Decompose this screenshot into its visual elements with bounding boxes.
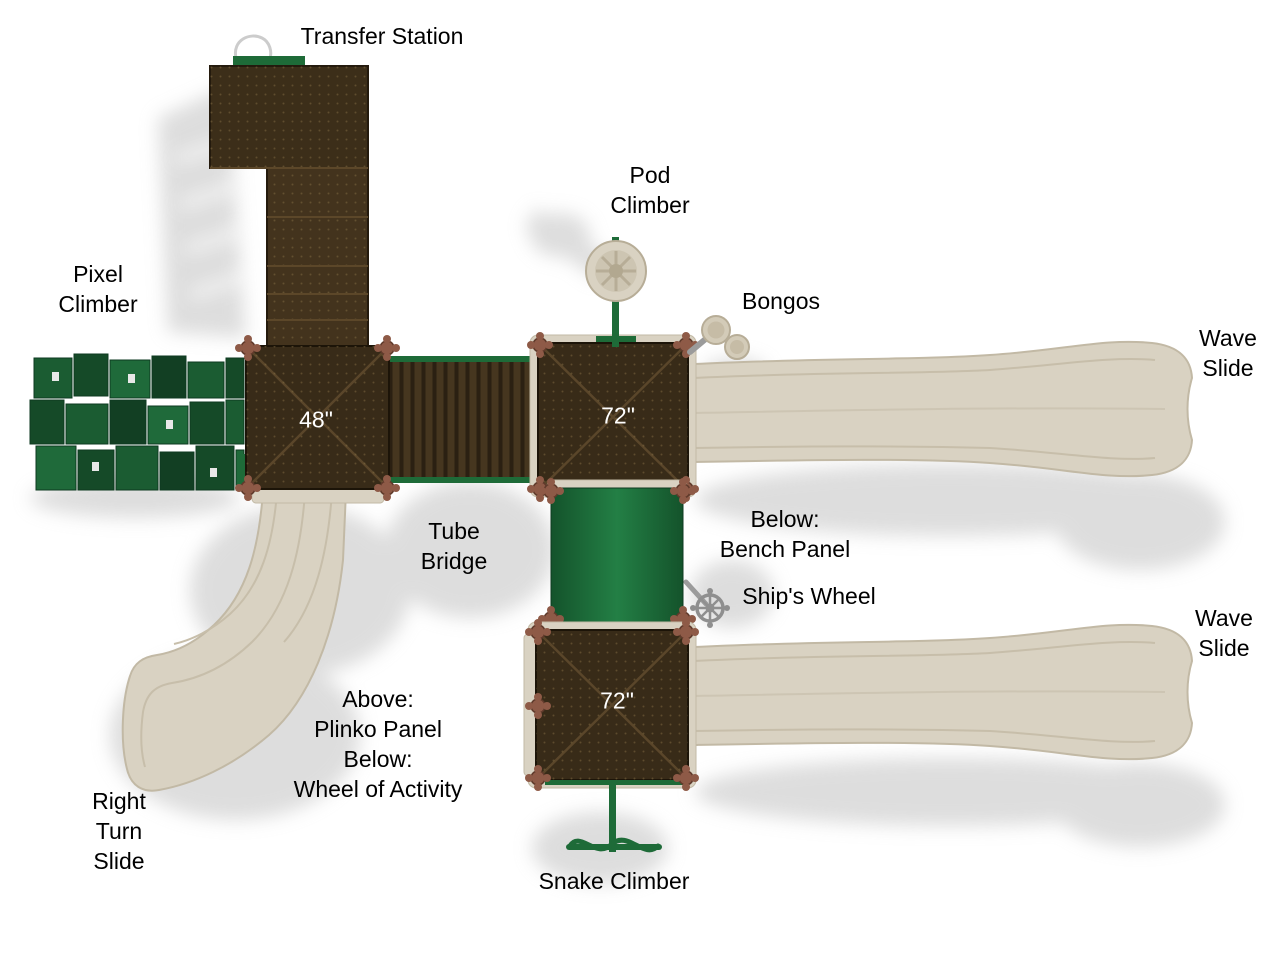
- label-ships-wheel: Ship's Wheel: [742, 583, 876, 609]
- label-right-turn-slide: Right Turn Slide: [92, 788, 146, 874]
- label-plinko-wheel: Above: Plinko Panel Below: Wheel of Acti…: [293, 686, 463, 802]
- bongos-graphic: [687, 315, 750, 360]
- label-snake-climber: Snake Climber: [538, 868, 690, 894]
- wave-slide-bottom-graphic: [693, 623, 1194, 761]
- pixel-climber-graphic: [29, 353, 250, 491]
- label-wave-slide-bottom: Wave Slide: [1195, 605, 1253, 661]
- transfer-station-graphic: [209, 34, 369, 347]
- label-pod-climber: Pod Climber: [610, 162, 690, 218]
- label-transfer-station: Transfer Station: [300, 23, 464, 49]
- deck-72-bottom-graphic: [523, 618, 700, 792]
- deck-48-graphic: [234, 334, 401, 504]
- label-deck-72-top-size: 72": [601, 402, 635, 429]
- tube-bridge-graphic: [388, 356, 540, 483]
- ships-wheel-graphic: [683, 579, 730, 628]
- label-tube-bridge: Tube Bridge: [420, 518, 488, 574]
- label-bench-panel: Below: Bench Panel: [719, 506, 851, 562]
- right-turn-slide-graphic: [121, 490, 348, 792]
- label-deck-72-bottom-size: 72": [600, 687, 634, 714]
- label-deck-48-size: 48": [299, 406, 333, 433]
- wave-slide-top-graphic: [693, 340, 1194, 478]
- shadows: [30, 86, 1225, 884]
- label-pixel-climber: Pixel Climber: [58, 261, 138, 317]
- deck-72-top-graphic: [526, 331, 700, 503]
- pod-climber-graphic: [585, 237, 647, 347]
- snake-climber-graphic: [566, 780, 662, 853]
- bench-panel-bay-graphic: [537, 477, 697, 633]
- label-wave-slide-top: Wave Slide: [1199, 325, 1257, 381]
- label-bongos: Bongos: [741, 288, 821, 314]
